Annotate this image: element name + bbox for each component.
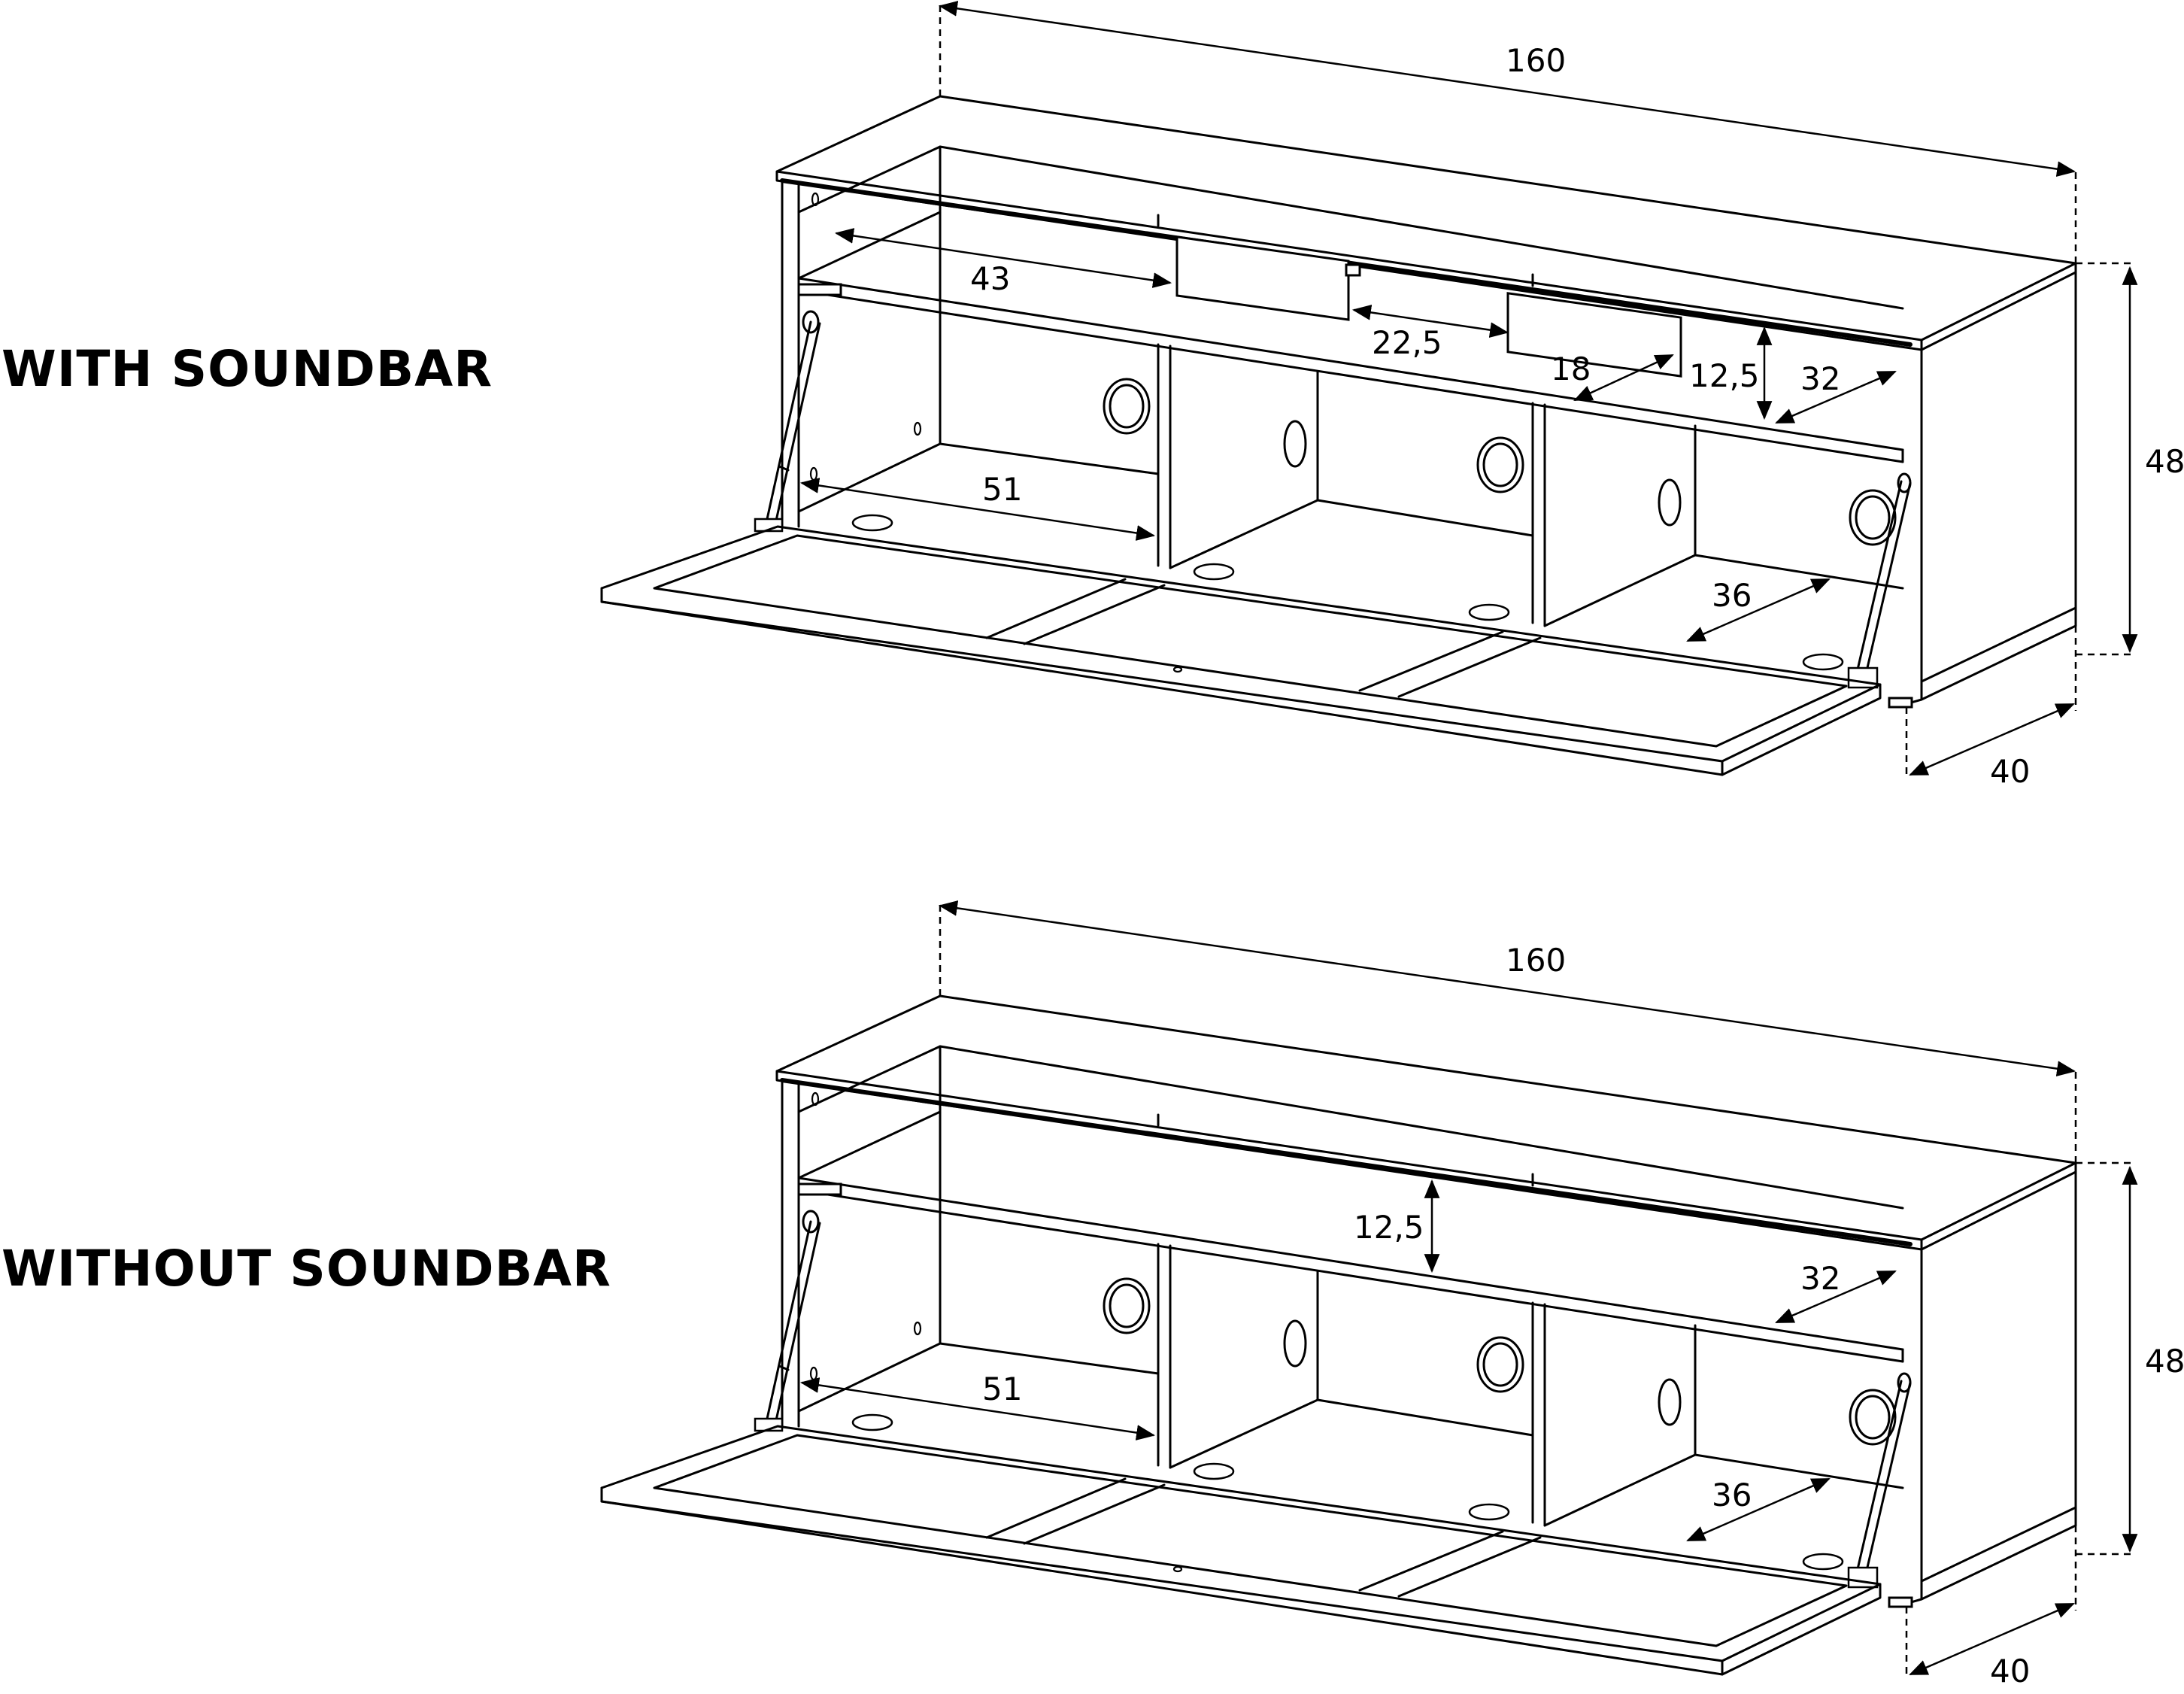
dim-height: 48 [2145, 1343, 2184, 1380]
dim-width: 160 [1506, 942, 1566, 979]
dim-compartment-right: 36 [1712, 1477, 1752, 1513]
dim-compartment-right: 36 [1712, 577, 1752, 614]
dim-shelf-gap: 12,5 [1689, 357, 1760, 394]
dim-depth: 40 [1990, 1653, 2030, 1689]
cabinet-without-soundbar: 160 48 40 12,5 32 51 36 [602, 900, 2184, 1689]
dim-soundbar-left: 43 [970, 260, 1010, 297]
heading-without-soundbar: WITHOUT SOUNDBAR [2, 1240, 611, 1298]
dim-width: 160 [1506, 42, 1566, 79]
dim-shelf-depth: 32 [1800, 1260, 1840, 1297]
dim-shelf-gap: 12,5 [1354, 1209, 1424, 1246]
cabinet-with-soundbar: 160 48 40 43 22,5 18 12,5 32 51 36 [602, 0, 2184, 790]
dim-depth: 40 [1990, 753, 2030, 790]
dim-soundbar-mid: 22,5 [1372, 324, 1442, 361]
dim-soundbar-right: 18 [1551, 351, 1591, 387]
dim-shelf-depth: 32 [1800, 360, 1840, 397]
dim-compartment-left: 51 [982, 1371, 1022, 1407]
heading-with-soundbar: WITH SOUNDBAR [2, 340, 493, 398]
dim-height: 48 [2145, 443, 2184, 480]
dim-compartment-left: 51 [982, 471, 1022, 508]
